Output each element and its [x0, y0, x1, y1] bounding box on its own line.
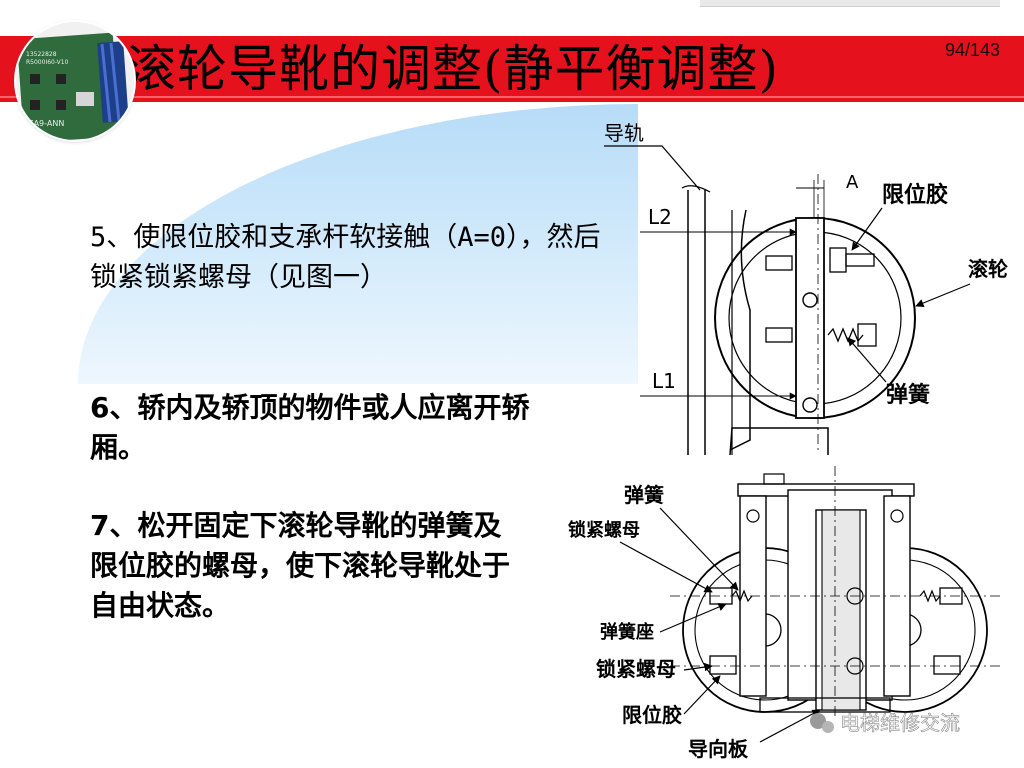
watermark: 电梯维修交流: [810, 711, 960, 735]
pcb-label-2: R5000I60-V10: [26, 59, 69, 66]
roller-guide-diagrams: 导轨 A 限位胶 滚轮: [568, 121, 1008, 761]
label-spring-2: 弹簧: [624, 483, 664, 507]
label-guide-plate: 导向板: [688, 737, 749, 761]
label-dim-a: A: [846, 172, 859, 193]
label-lock-nut-top: 锁紧螺母: [568, 519, 640, 541]
title-bar: [0, 36, 1024, 102]
diagram-2: 弹簧 锁紧螺母 弹簧座 锁紧螺母 限位胶 导向板 电梯维修交流: [568, 466, 1000, 761]
top-strip: [700, 0, 1000, 7]
label-dim-l2: L2: [648, 205, 672, 229]
label-guide-rail: 导轨: [604, 121, 644, 145]
diagram-1: 导轨 A 限位胶 滚轮: [604, 121, 1008, 456]
step-5-text: 5、使限位胶和支承杆软接触（A=0），然后锁紧锁紧螺母（见图一）: [90, 222, 601, 293]
title-bar-line: [0, 96, 1024, 98]
pcb-photo: 13522828 R5000I60-V10 CA9-ANN: [16, 22, 134, 140]
label-spring-1: 弹簧: [886, 382, 930, 408]
label-limit-rubber: 限位胶: [882, 182, 948, 208]
label-limit-rubber-2: 限位胶: [622, 703, 682, 727]
page-title: 滚轮导靴的调整(静平衡调整): [126, 40, 780, 98]
label-dim-l1: L1: [652, 369, 676, 393]
label-spring-seat: 弹簧座: [600, 621, 654, 643]
step-7-text: 7、松开固定下滚轮导靴的弹簧及限位胶的螺母，使下滚轮导靴处于自由状态。: [90, 509, 511, 622]
watermark-text: 电梯维修交流: [840, 711, 960, 735]
wechat-icon: [810, 713, 826, 729]
pcb-label-1: 13522828: [26, 51, 57, 58]
label-lock-nut-bottom: 锁紧螺母: [596, 657, 676, 681]
step-6-text: 6、轿内及轿顶的物件或人应离开轿厢。: [90, 391, 530, 464]
label-roller: 滚轮: [968, 257, 1008, 281]
pcb-illustration: 13522828 R5000I60-V10 CA9-ANN: [16, 22, 134, 140]
page-counter: 94/143: [945, 40, 1001, 60]
pcb-label-3: CA9-ANN: [28, 119, 64, 128]
